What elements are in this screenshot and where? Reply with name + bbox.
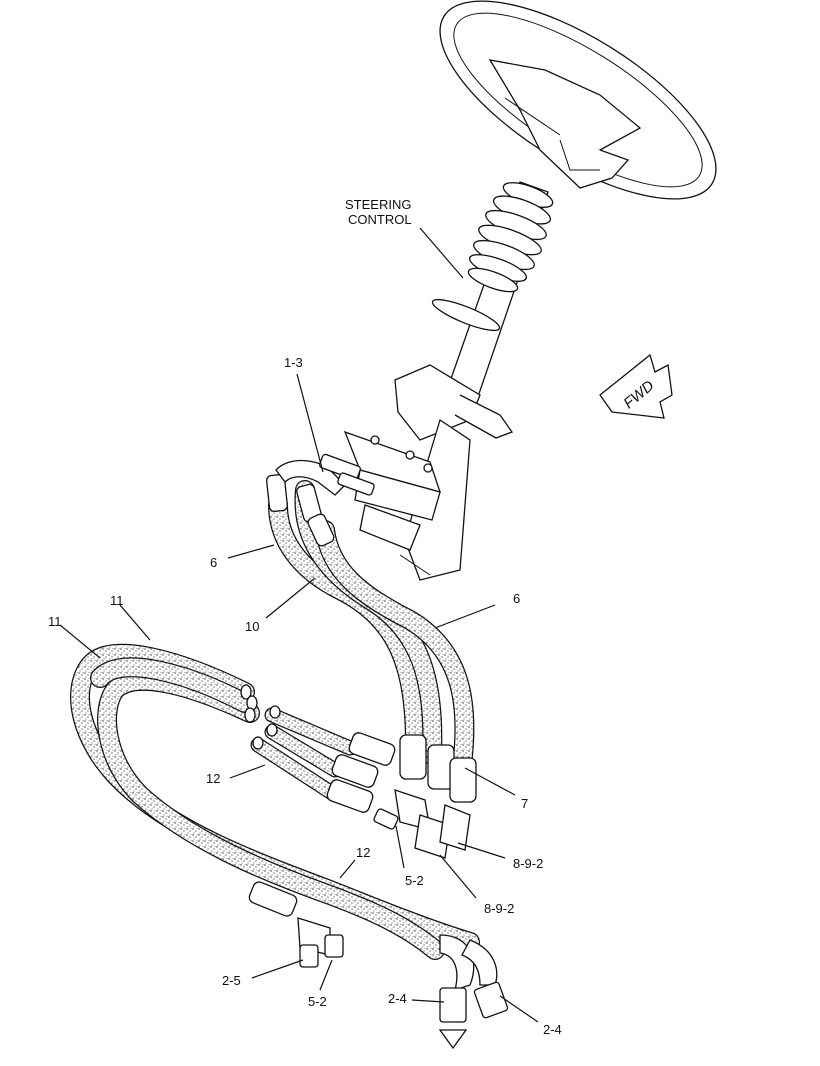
lower-fittings <box>326 732 477 859</box>
callout-6-right: 6 <box>513 591 520 606</box>
callout-11-top: 11 <box>110 593 124 608</box>
callout-10: 10 <box>245 619 259 634</box>
callout-labels: STEERING CONTROL 1-3 6 10 6 11 11 12 7 8… <box>48 197 562 1037</box>
callout-8-9-2-lower: 8-9-2 <box>484 901 514 916</box>
callout-8-9-2-upper: 8-9-2 <box>513 856 543 871</box>
callout-2-4-right: 2-4 <box>543 1022 562 1037</box>
callout-6-left: 6 <box>210 555 217 570</box>
steering-control-label-line1: STEERING <box>345 197 411 212</box>
callout-5-2-upper: 5-2 <box>405 873 424 888</box>
callout-12-left: 12 <box>206 771 220 786</box>
steering-wheel <box>439 0 717 200</box>
hose-12-c <box>250 737 343 803</box>
leader-lines <box>59 227 539 1023</box>
callout-7: 7 <box>521 796 528 811</box>
callout-2-4-left: 2-4 <box>388 991 407 1006</box>
callout-5-2-lower: 5-2 <box>308 994 327 1009</box>
fwd-direction-arrow: FWD <box>599 353 673 419</box>
bellows-boot <box>467 182 554 293</box>
callout-2-5: 2-5 <box>222 973 241 988</box>
hose-11-mid <box>90 657 255 713</box>
callout-11-left: 11 <box>48 614 62 629</box>
steering-control-label-line2: CONTROL <box>348 212 412 227</box>
steering-column <box>343 181 554 581</box>
bottom-fittings <box>248 881 509 1050</box>
hose-12-a <box>264 707 358 756</box>
hose-cut-ends <box>240 684 281 750</box>
hose-12-b <box>264 724 343 778</box>
hose-11-inner <box>97 670 445 960</box>
hose-6-right <box>315 520 475 775</box>
callout-12-bottom: 12 <box>356 845 370 860</box>
callout-1-3: 1-3 <box>284 355 303 370</box>
upper-fittings <box>266 453 375 547</box>
